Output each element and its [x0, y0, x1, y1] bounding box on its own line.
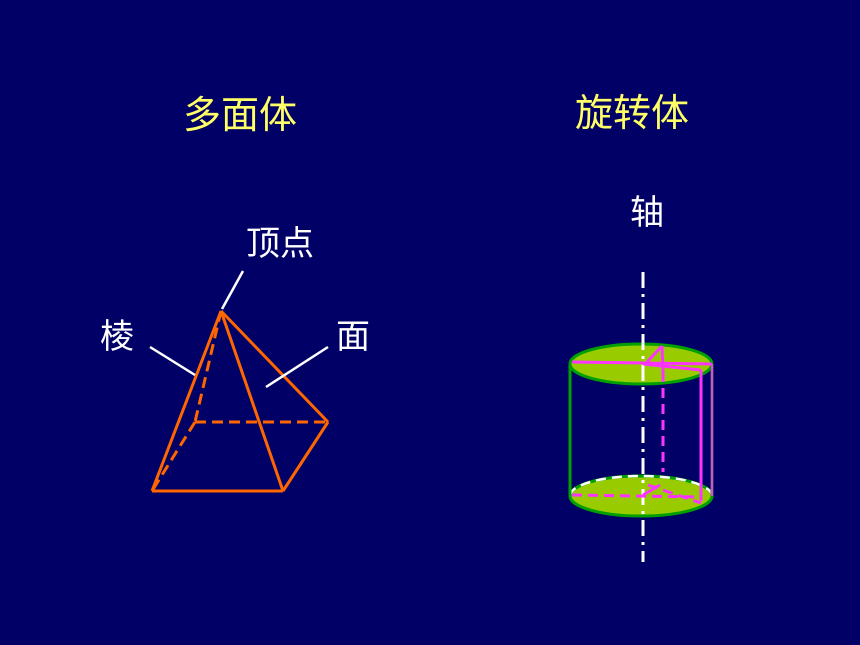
rotation-rect-top-edge: [571, 360, 713, 366]
vertex-label: 顶点: [246, 224, 314, 264]
rotation-rect-arrow-top: [645, 344, 664, 364]
rotation-rect-top-diagonal: [642, 362, 702, 372]
edge-label: 棱: [100, 317, 134, 357]
rotation-rect-top-drop: [660, 345, 665, 373]
pyramid-edge-apex-front: [219, 310, 285, 492]
polyhedron-title: 多面体: [183, 93, 298, 137]
pyramid-edge-base-right: [281, 421, 330, 492]
edge-pointer: [149, 345, 196, 377]
rotation-rect-bottom-arrow: [642, 483, 661, 497]
rotation-rect-bottom-dashed: [571, 493, 702, 499]
solid-of-revolution-title: 旋转体: [575, 91, 690, 135]
pyramid-hidden-edge-apex-back: [193, 310, 223, 423]
pyramid-diagram: [149, 270, 330, 493]
axis-label: 轴: [630, 193, 664, 233]
vertex-pointer: [220, 270, 245, 310]
face-label: 面: [336, 317, 370, 357]
pyramid-hidden-edge-back-left: [150, 421, 197, 492]
pyramid-edge-apex-left: [150, 310, 223, 492]
pyramid-edge-apex-right: [219, 309, 330, 424]
cylinder-diagram: [568, 272, 714, 562]
face-pointer: [265, 345, 329, 389]
